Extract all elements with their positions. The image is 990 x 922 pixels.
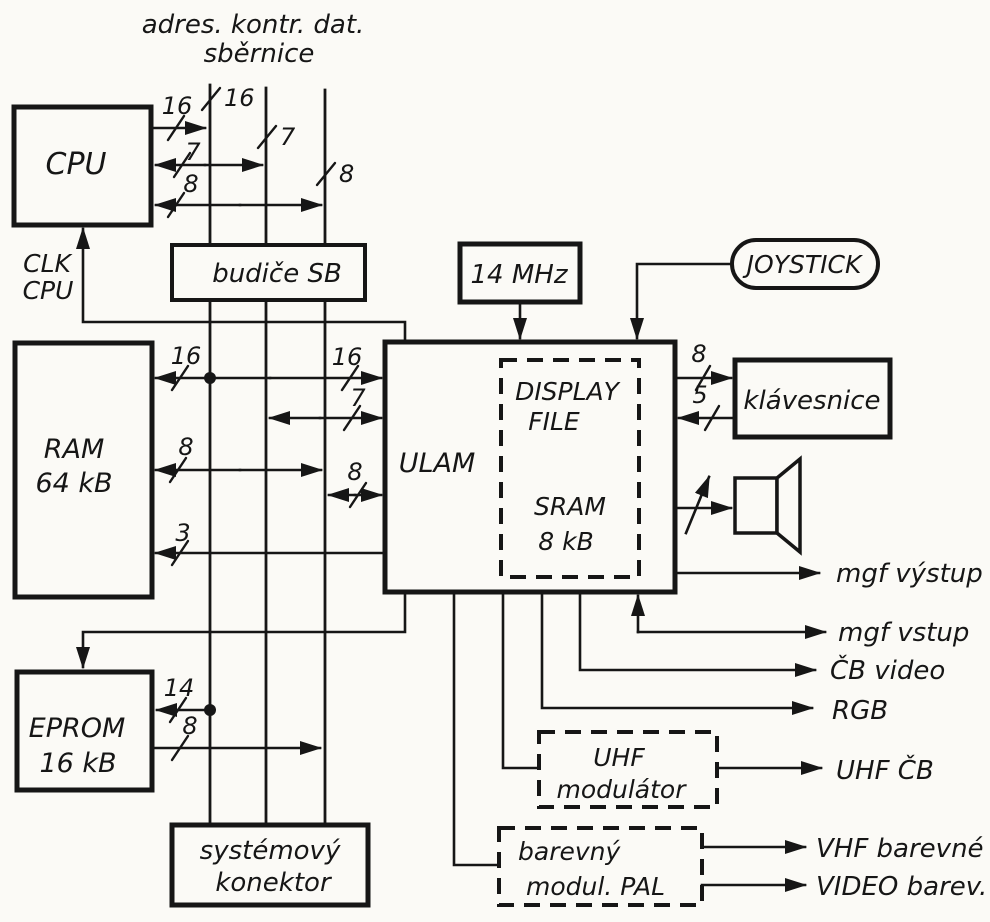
pal-modulator-label-2: modul. PAL [526,872,665,901]
width-keyboard-in: 5 [692,381,707,409]
vhf-barevne-label: VHF barevné [816,834,984,864]
keyboard-label: klávesnice [743,386,880,416]
width-ulam-addr: 16 [332,343,363,371]
keyboard-box [732,357,893,440]
rgb-label: RGB [832,696,888,726]
uhf-cb-label: UHF ČB [836,754,934,786]
width-ram-ctrl: 3 [175,519,190,547]
speaker-cone [775,455,802,556]
ulam-uhf-wire [501,590,539,770]
width-ulam-ctrl: 7 [350,384,366,412]
system-connector-label-2: konektor [215,868,333,898]
width-eprom-data: 8 [182,712,197,740]
slash-ram-ctrl [170,539,190,567]
width-ulam-data: 8 [347,458,362,486]
display-file-label-2: FILE [528,407,580,436]
clk-label-2: CPU [23,276,74,305]
bus-width-slashes [166,86,721,762]
slash-cpu-data [166,191,186,219]
ram-label-2: 64 kB [35,468,112,499]
uhf-modulator-label-2: modulátor [556,775,687,804]
width-ram-addr: 16 [171,342,202,370]
slash-bus3-top [315,161,337,187]
14mhz-label: 14 MHz [471,260,569,290]
width-cpu-ctrl: 7 [185,138,201,166]
budice-sb-label: budiče SB [212,259,342,289]
slash-ulam-addr [340,364,360,392]
ram-label-1: RAM [44,434,105,465]
speaker-body [733,476,779,535]
joystick-wire [630,262,734,340]
bus-top-label: adres. kontr. dat. [142,10,365,40]
width-bus1-top: 16 [224,84,255,112]
eprom-box [14,669,155,793]
eprom-label-1: EPROM [29,713,126,744]
labels: adres. kontr. dat. sběrnice CPU CLK CPU … [23,10,988,902]
slash-eprom-addr [168,696,188,724]
width-bus2-top: 7 [280,123,296,151]
slash-keyboard-out [694,364,712,392]
ulam-pal-wire [452,590,499,867]
pal-modulator-label-1: barevný [518,837,621,866]
bus-top-label-2: sběrnice [204,39,315,69]
video-barev-label: VIDEO barev. [816,872,987,902]
slash-cpu-ctrl [172,151,192,179]
display-file-box [499,358,641,579]
slash-cpu-addr [166,114,186,142]
junction-dot-address [204,372,216,384]
width-eprom-addr: 14 [164,674,195,702]
width-ram-data: 8 [178,433,193,461]
mgf-vystup-label: mgf výstup [836,559,983,589]
clk-label-1: CLK [23,249,73,278]
slash-bus2-top [256,124,278,150]
system-connector-label-1: systémový [200,836,341,866]
slash-eprom-data [170,734,190,762]
14mhz-box [457,241,583,305]
slash-ulam-data [348,481,368,509]
eprom-label-2: 16 kB [39,748,116,779]
speaker-icon [733,455,802,556]
slash-ram-addr [170,364,190,392]
width-cpu-data: 8 [183,170,198,198]
uhf-modulator-label-1: UHF [593,743,645,772]
slash-bus1-top [200,86,222,112]
cpu-box [11,104,154,228]
slash-ulam-ctrl [342,404,362,432]
joystick-box [730,238,880,290]
display-file-label-3: SRAM [534,492,606,521]
junction-dots [204,372,216,716]
ulam-box [382,339,678,595]
budice-sb-box [170,243,367,302]
speaker-analog-arrow [684,475,711,535]
width-bus3-top: 8 [339,160,354,188]
ram-box [12,340,155,600]
bus-lines [208,83,327,827]
slash-ram-data [168,456,188,484]
blocks [11,104,893,908]
uhf-modulator-box [537,730,719,809]
width-cpu-addr: 16 [162,92,193,120]
rgb-wire [540,590,814,715]
cpu-label: CPU [46,147,107,182]
cb-video-label: ČB video [830,654,945,686]
wires [76,121,827,892]
slash-keyboard-in [703,404,721,432]
system-connector-box [169,822,371,908]
junction-dot-eprom [204,704,216,716]
width-keyboard-out: 8 [691,340,706,368]
mgf-vstup-label: mgf vstup [838,618,969,648]
ulam-eprom-wire [76,590,407,669]
clk-cpu-wire [76,227,407,344]
display-file-label-1: DISPLAY [515,377,621,406]
display-file-label-4: 8 kB [538,527,593,556]
pal-modulator-box [497,826,704,907]
joystick-label: JOYSTICK [742,250,864,279]
cb-video-wire [578,590,817,677]
ulam-label: ULAM [399,448,476,479]
